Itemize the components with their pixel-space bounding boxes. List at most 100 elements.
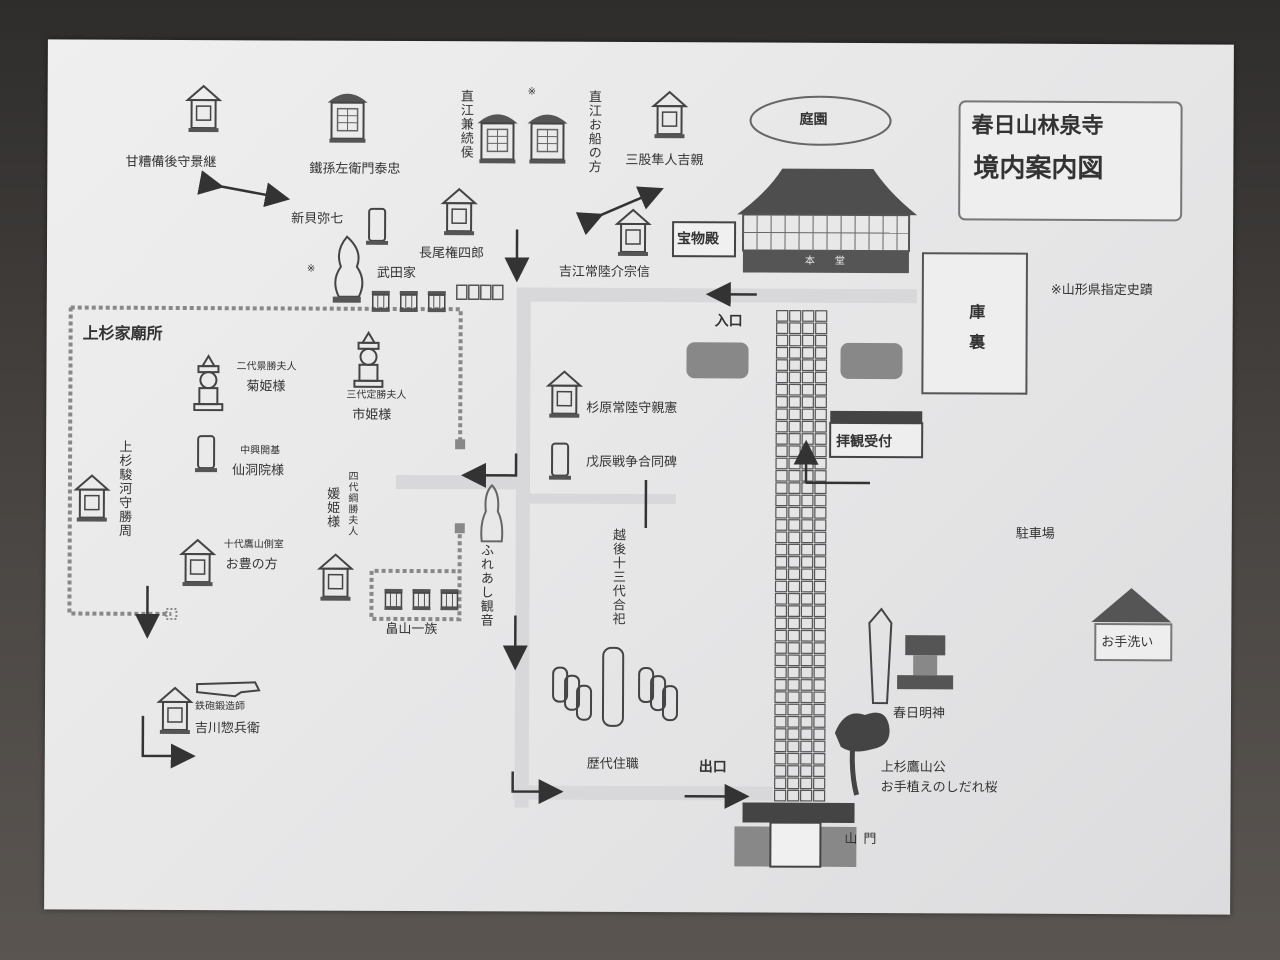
paving-stone bbox=[775, 531, 788, 544]
lantern-icon bbox=[615, 208, 651, 258]
paving-stone bbox=[776, 309, 789, 322]
naoe-kanetsugu-label: 直江兼続侯 bbox=[457, 89, 473, 160]
echigo-steles-icon bbox=[552, 646, 679, 727]
sendoin-label: 仙洞院様 bbox=[231, 463, 285, 479]
paving-stone bbox=[788, 469, 801, 482]
paving-stone bbox=[787, 580, 801, 593]
paving-stone bbox=[774, 691, 787, 704]
lantern-icon bbox=[186, 85, 221, 134]
paving-stone bbox=[788, 433, 801, 445]
lantern-icon bbox=[157, 686, 193, 736]
yoshie-label: 吉江常陸介宗信 bbox=[558, 264, 650, 281]
paving-stone bbox=[775, 359, 789, 371]
lantern-icon bbox=[180, 539, 215, 588]
paving-stone bbox=[812, 789, 826, 802]
amakasu-label: 甘糟備後守景継 bbox=[125, 154, 217, 171]
echigo-label: 越後十三代合祀 bbox=[609, 527, 626, 626]
paving-stone bbox=[800, 752, 813, 765]
paving-stone bbox=[775, 494, 788, 507]
shinkai-label: 新貝弥七 bbox=[291, 211, 344, 227]
gorinto-icon bbox=[193, 355, 224, 412]
title-precinct-guide: 境内案内図 bbox=[973, 153, 1104, 185]
nagao-label: 長尾権四郎 bbox=[418, 246, 485, 262]
paving-stone bbox=[813, 593, 827, 605]
hatakeyama-shrine-icons bbox=[383, 588, 460, 611]
paving-stone bbox=[775, 506, 788, 519]
paving-stone bbox=[801, 359, 815, 372]
paving-stone bbox=[788, 482, 801, 495]
paving-stone bbox=[814, 519, 827, 532]
paving-stone bbox=[788, 457, 801, 470]
paving-stone bbox=[774, 605, 788, 617]
paving-stone bbox=[814, 457, 827, 470]
paving-stone bbox=[814, 445, 827, 458]
stone-approach bbox=[773, 309, 828, 802]
paving-stone bbox=[788, 494, 801, 507]
paving-stone bbox=[789, 322, 802, 335]
paving-stone bbox=[788, 519, 801, 531]
paving-stone bbox=[814, 506, 827, 519]
paving-stone bbox=[787, 703, 800, 716]
paving-stone bbox=[814, 420, 827, 433]
paving-stone bbox=[775, 432, 788, 445]
paving-stone bbox=[800, 642, 813, 654]
paving-stone bbox=[788, 420, 801, 433]
paving-stone bbox=[813, 605, 827, 618]
sendoin-title: 中興開基 bbox=[240, 445, 281, 457]
paving-stone bbox=[801, 371, 815, 384]
paving-stone bbox=[801, 482, 814, 495]
paving-stone bbox=[787, 752, 800, 765]
paving-stone bbox=[774, 654, 787, 667]
kuri-building bbox=[921, 252, 1028, 395]
route-arrows bbox=[134, 229, 870, 809]
otoyo-title: 十代鷹山側室 bbox=[223, 539, 284, 551]
paving-stone bbox=[774, 765, 787, 777]
paving-stone bbox=[776, 322, 789, 335]
paving-stone bbox=[774, 580, 788, 593]
paving-stone bbox=[800, 777, 813, 790]
kikuhime-title: 二代景勝夫人 bbox=[236, 361, 297, 373]
map-drawing bbox=[67, 85, 1183, 868]
paving-stone bbox=[788, 408, 801, 421]
hatakeyama-label: 畠山一族 bbox=[385, 621, 438, 638]
paving-stone bbox=[814, 347, 828, 359]
paving-stone bbox=[800, 666, 813, 679]
tall-stele-icon bbox=[868, 607, 893, 705]
lantern-icon bbox=[442, 188, 477, 237]
parking-label: 駐車場 bbox=[1015, 526, 1055, 542]
paving-stone bbox=[814, 543, 827, 556]
paving-stone bbox=[814, 531, 827, 544]
paving-stone bbox=[814, 433, 827, 445]
paving-stone bbox=[813, 765, 826, 778]
lantern-icon bbox=[547, 370, 582, 419]
gun-icon bbox=[196, 681, 261, 698]
paving-stone bbox=[787, 629, 800, 642]
paving-stone bbox=[774, 715, 787, 728]
paving-stone bbox=[800, 679, 813, 691]
paving-stone bbox=[813, 654, 826, 667]
paving-stone bbox=[814, 482, 827, 495]
lantern-icon bbox=[652, 91, 687, 140]
treasure-hall-box bbox=[671, 221, 737, 258]
paving-stone bbox=[775, 543, 788, 556]
paving-stone bbox=[775, 396, 788, 408]
stone-icon bbox=[365, 207, 390, 246]
paving-stone bbox=[801, 334, 815, 347]
kannon-statue-icon bbox=[480, 483, 504, 543]
naoe-osen-label: 直江お船の方 bbox=[585, 89, 601, 174]
paving-stone bbox=[774, 642, 787, 654]
paving-stone bbox=[813, 752, 826, 765]
paving-stone bbox=[788, 346, 802, 359]
paving-stone bbox=[813, 642, 826, 655]
paving-stone bbox=[787, 666, 800, 679]
paving-stone bbox=[774, 777, 787, 790]
sakura-label-1: 上杉鷹山公 bbox=[880, 760, 946, 776]
paving-stone bbox=[787, 617, 800, 630]
paving-stone bbox=[800, 605, 814, 618]
paving-stone bbox=[800, 716, 813, 728]
paving-stone bbox=[814, 383, 828, 396]
paving-stone bbox=[801, 383, 815, 396]
paving-stone bbox=[813, 703, 826, 716]
paving-stone bbox=[815, 322, 828, 335]
paving-stone bbox=[788, 334, 802, 347]
